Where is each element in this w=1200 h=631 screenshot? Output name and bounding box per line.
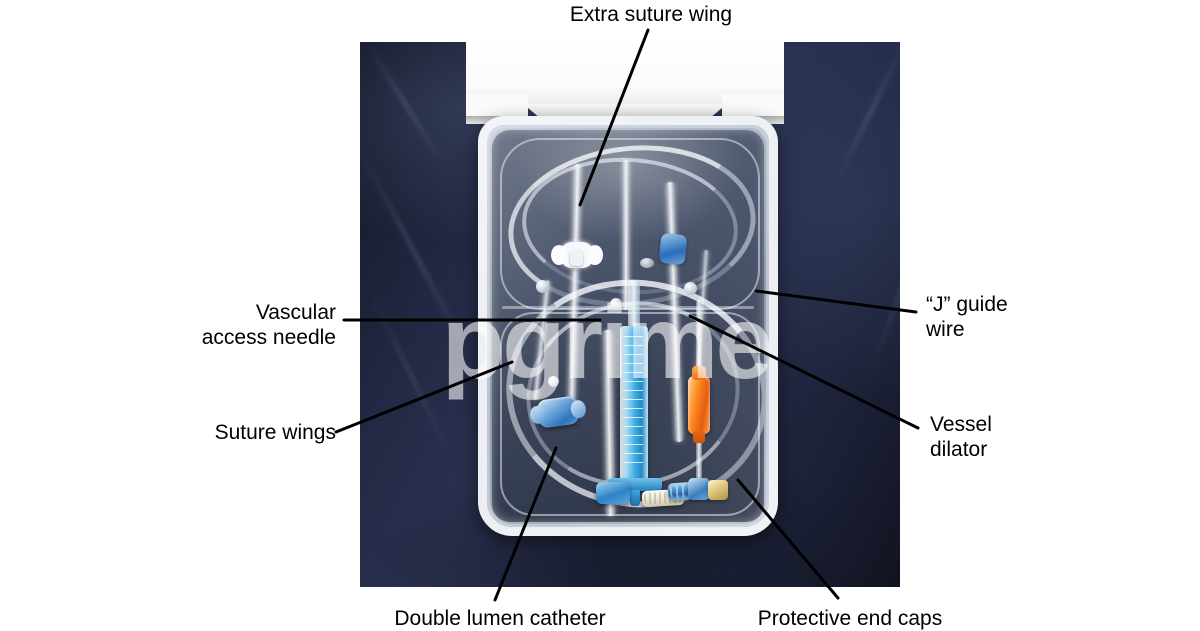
syringe-plunger — [628, 280, 640, 330]
label-extra-suture-wing: Extra suture wing — [569, 3, 733, 26]
metal-speck — [640, 258, 654, 268]
label-vascular-access-needle: Vascular access needle — [201, 301, 336, 349]
label-vessel-dilator: Vessel dilator — [930, 413, 992, 461]
label-double-lumen-catheter: Double lumen catheter — [394, 607, 606, 630]
extra-suture-wing-hub — [570, 250, 583, 266]
syringe-graduations — [623, 336, 643, 468]
catheter-hub — [596, 482, 630, 504]
metal-speck — [548, 376, 559, 387]
protective-end-cap-gold — [708, 480, 728, 500]
label-protective-end-caps: Protective end caps — [757, 607, 943, 630]
kit-photograph — [360, 42, 900, 587]
label-suture-wings: Suture wings — [214, 421, 336, 444]
protective-end-cap-blue-2 — [688, 478, 710, 500]
tray-rim-inner — [487, 125, 769, 527]
syringe-tip — [630, 490, 640, 506]
metal-speck — [536, 280, 549, 293]
metal-speck — [610, 298, 622, 310]
metal-speck — [684, 282, 697, 295]
label-j-guide-wire: “J” guide wire — [926, 293, 1008, 341]
kit-tray — [478, 116, 778, 536]
dilator-tube-mid — [622, 160, 630, 310]
